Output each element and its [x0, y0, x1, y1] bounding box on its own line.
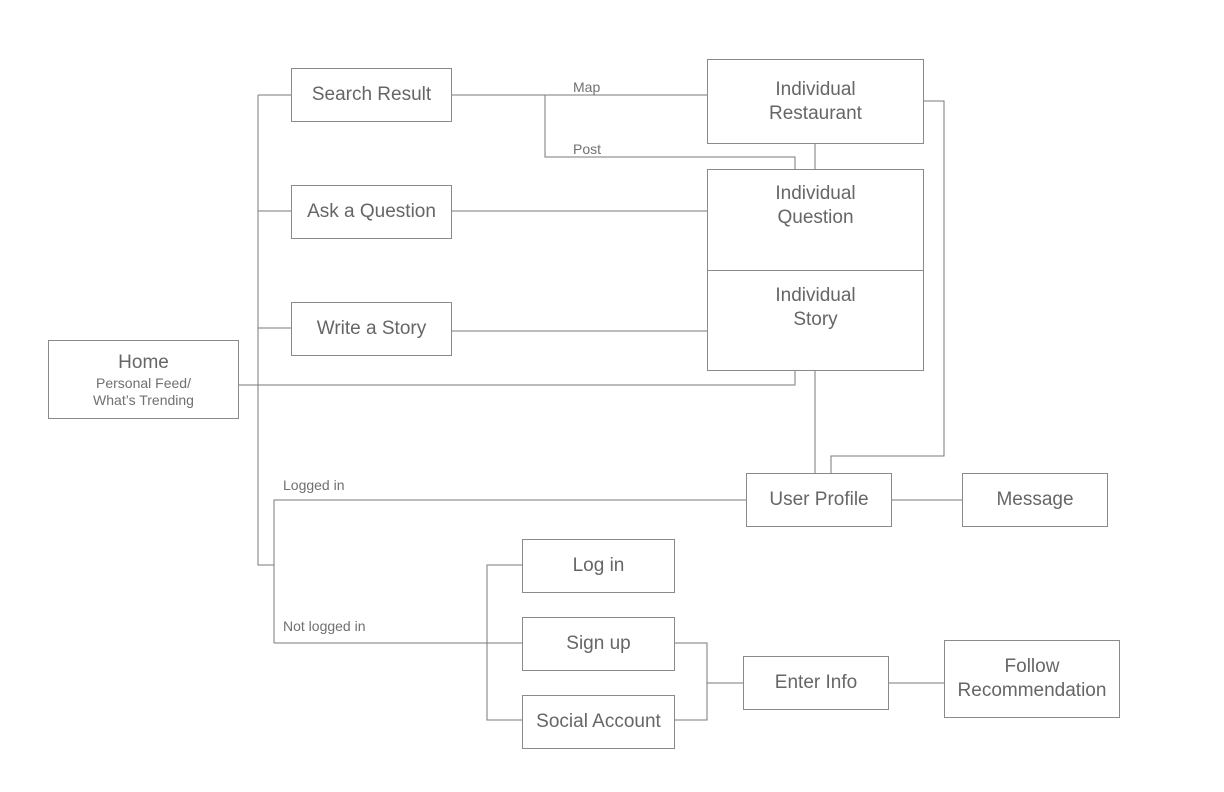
individual-restaurant-label: Individual Restaurant: [769, 78, 862, 124]
search-result-node: Search Result: [291, 68, 452, 122]
enter-info-node: Enter Info: [743, 656, 889, 710]
individual-story-node: Individual Story: [707, 270, 924, 371]
message-label: Message: [996, 489, 1074, 510]
connector-spine: [257, 95, 274, 566]
message-node: Message: [962, 473, 1108, 527]
connector-home-story: [238, 370, 796, 386]
individual-restaurant-node: Individual Restaurant: [707, 59, 924, 144]
log-in-label: Log in: [572, 555, 625, 576]
social-account-node: Social Account: [522, 695, 675, 749]
edge-label-map: Map: [573, 79, 601, 95]
connector-search-post: [544, 95, 796, 169]
individual-question-label: Individual Question: [775, 183, 856, 228]
connector-auth-bracket: [486, 564, 522, 721]
home-label: Home: [118, 351, 169, 373]
enter-info-label: Enter Info: [774, 672, 858, 693]
write-story-label: Write a Story: [316, 318, 427, 339]
user-profile-node: User Profile: [746, 473, 892, 527]
home-sublabel: Personal Feed/ What’s Trending: [93, 374, 194, 408]
follow-recommendation-node: Follow Recommendation: [944, 640, 1120, 718]
ask-question-node: Ask a Question: [291, 185, 452, 239]
connector-signup-enter: [674, 642, 708, 721]
edge-label-post: Post: [573, 141, 602, 157]
user-profile-label: User Profile: [769, 489, 869, 510]
social-account-label: Social Account: [536, 711, 661, 732]
ask-question-label: Ask a Question: [307, 201, 436, 222]
sign-up-node: Sign up: [522, 617, 675, 671]
connector-logged-in: [273, 499, 746, 643]
search-result-label: Search Result: [311, 84, 432, 105]
home-node: Home Personal Feed/ What’s Trending: [48, 340, 239, 419]
follow-recommendation-label: Follow Recommendation: [957, 656, 1107, 701]
individual-story-label: Individual Story: [775, 284, 856, 330]
sign-up-label: Sign up: [566, 633, 631, 654]
edge-label-logged-in: Logged in: [283, 477, 345, 493]
write-story-node: Write a Story: [291, 302, 452, 356]
connector-restaurant-profile: [830, 100, 945, 473]
log-in-node: Log in: [522, 539, 675, 593]
edge-label-not-logged-in: Not logged in: [283, 618, 366, 634]
individual-question-node: Individual Question: [707, 169, 924, 271]
